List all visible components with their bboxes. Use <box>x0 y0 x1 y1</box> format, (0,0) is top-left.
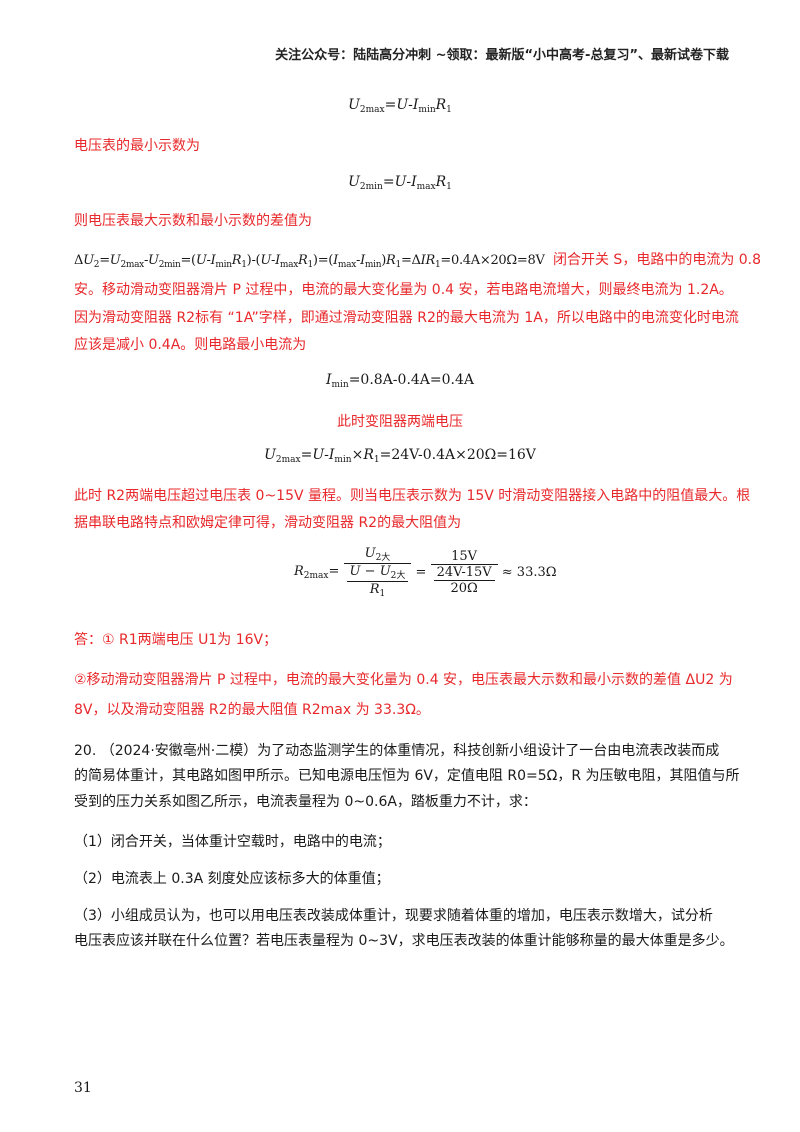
question-line-3: 受到的压力关系如图乙所示，电流表量程为 0~0.6A，踏板重力不计，求： <box>74 794 537 810</box>
question-part-3-line-2: 电压表应该并联在什么位置？若电压表量程为 0~3V，求电压表改装的体重计能够称量… <box>74 933 734 949</box>
label-min-reading: 电压表的最小示数为 <box>74 138 200 154</box>
close-switch-text: 闭合开关 S，电路中的电流为 0.8 <box>552 252 762 268</box>
page-header: 关注公众号：陆陆高分冲刺 ~领取：最新版“小中高考-总复习”、最新试卷下载 <box>275 48 729 63</box>
question-part-3-line-1: （3）小组成员认为，也可以用电压表改装成体重计，现要求随着体重的增加，电压表示数… <box>74 908 713 924</box>
answer-2-line-2: 8V，以及滑动变阻器 R2的最大阻值 R2max 为 33.3Ω。 <box>74 702 430 718</box>
equation-u2max: U2max=U-IminR1 <box>348 97 452 115</box>
answer-2-line-1: ②移动滑动变阻器滑片 P 过程中，电流的最大变化量为 0.4 安，电压表最大示数… <box>74 672 733 688</box>
equation-r2max: R2max= U2大 U − U2大 R1 = 15V 24V-15V 20Ω … <box>294 546 557 599</box>
r2max-result: ≈ 33.3Ω <box>501 565 557 580</box>
question-part-1: （1）闭合开关，当体重计空载时，电路中的电流； <box>74 834 391 850</box>
label-voltage: 此时变阻器两端电压 <box>337 414 463 430</box>
page-number: 31 <box>74 1080 92 1096</box>
fraction-u2-over-current: U2大 U − U2大 R1 <box>343 546 412 599</box>
question-line-2: 的简易体重计，其电路如图甲所示。已知电源电压恒为 6V，定值电阻 R0=5Ω，R… <box>74 768 740 784</box>
solution-line-3: 因为滑动变阻器 R2标有 “1A”字样，即通过滑动变阻器 R2的最大电流为 1A… <box>74 310 739 326</box>
fraction-numeric: 15V 24V-15V 20Ω <box>430 549 498 596</box>
answer-1: 答：① R1两端电压 U1为 16V； <box>74 632 278 648</box>
equation-u2min: U2min=U-ImaxR1 <box>348 174 452 192</box>
solution-line-2: 安。移动滑动变阻器滑片 P 过程中，电流的最大变化量为 0.4 安，若电路电流增… <box>74 282 733 298</box>
question-part-2: （2）电流表上 0.3A 刻度处应该标多大的体重值； <box>74 871 390 887</box>
label-difference: 则电压表最大示数和最小示数的差值为 <box>74 213 312 229</box>
equation-u2max-value: U2max=U-Imin×R1=24V-0.4A×20Ω=16V <box>264 447 536 465</box>
equation-delta-line: ΔU2=U2max-U2min=(U-IminR1)-(U-ImaxR1)=(I… <box>74 252 762 270</box>
solution-line-5: 此时 R2两端电压超过电压表 0~15V 量程。则当电压表示数为 15V 时滑动… <box>74 488 751 504</box>
solution-line-6: 据串联电路特点和欧姆定律可得，滑动变阻器 R2的最大阻值为 <box>74 515 462 531</box>
equation-imin: Imin=0.8A-0.4A=0.4A <box>325 372 475 390</box>
question-line-1: 20. （2024·安徽亳州·二模）为了动态监测学生的体重情况，科技创新小组设计… <box>74 743 720 759</box>
solution-line-4: 应该是减小 0.4A。则电路最小电流为 <box>74 337 307 353</box>
